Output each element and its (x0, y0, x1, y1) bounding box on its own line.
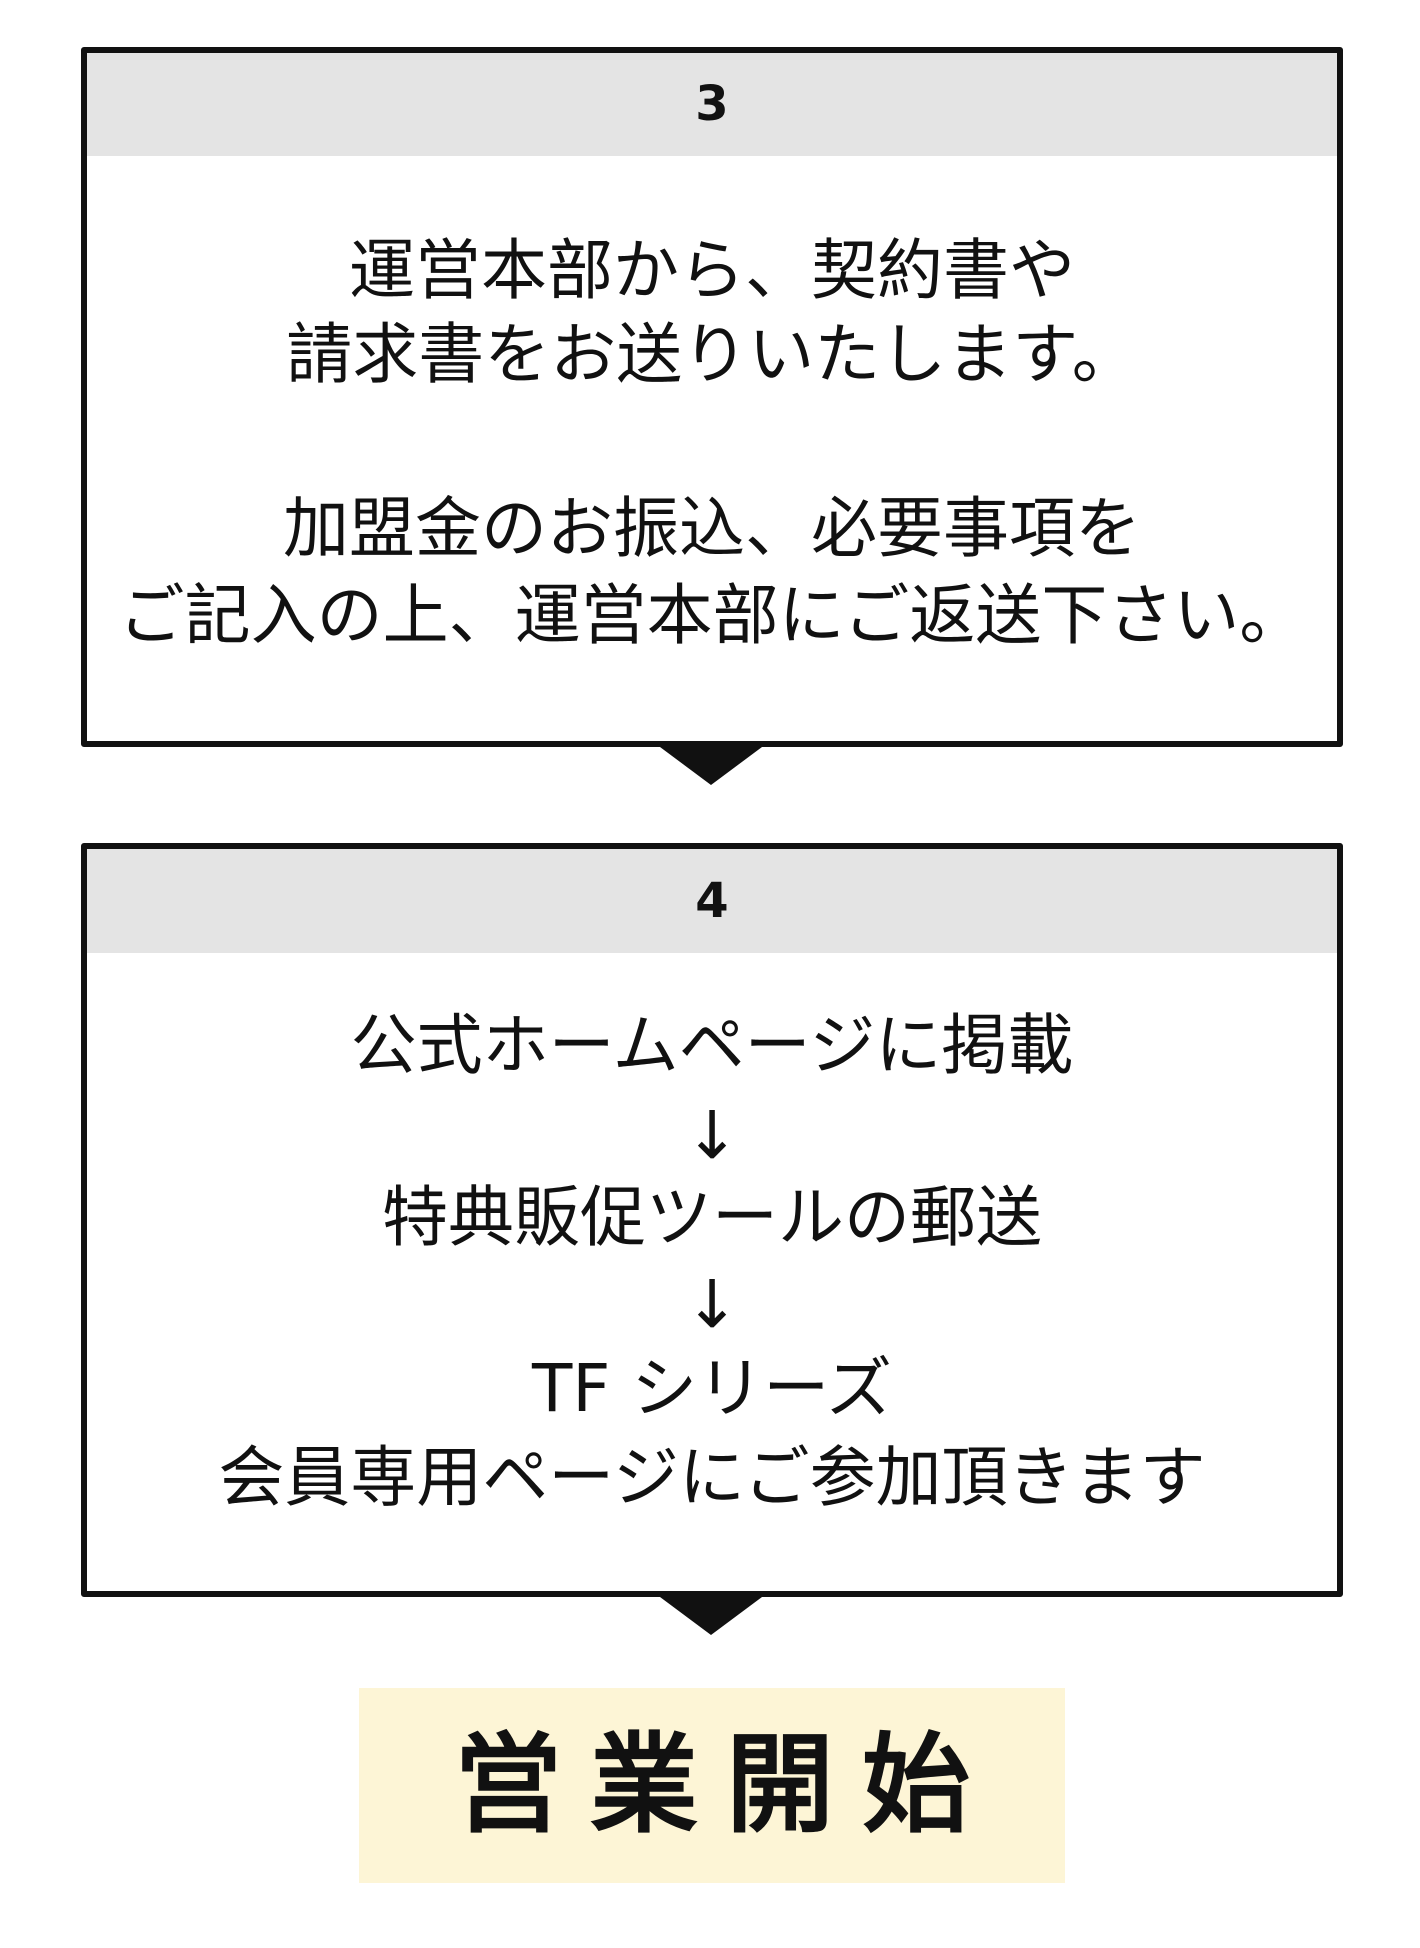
step-text: 会員専用ページにご参加頂きます (218, 1439, 1206, 1516)
down-arrow-icon (660, 747, 762, 785)
step-4-box: 4 公式ホームページに掲載 ↓ 特典販促ツールの郵送 ↓ TF シリーズ 会員専… (81, 843, 1343, 1597)
step-text: 運営本部から、契約書や (349, 232, 1075, 309)
step-text: ご記入の上、運営本部にご返送下さい。 (118, 577, 1306, 654)
down-arrow-icon (660, 1597, 762, 1635)
down-arrow-glyph: ↓ (684, 1097, 740, 1174)
step-number: 3 (695, 76, 729, 132)
step-4-header: 4 (87, 849, 1337, 953)
step-3-box: 3 運営本部から、契約書や 請求書をお送りいたします。 加盟金のお振込、必要事項… (81, 47, 1343, 747)
step-text: 請求書をお送りいたします。 (286, 316, 1138, 393)
business-start-label: 営業開始 (359, 1688, 1065, 1883)
step-text: TF シリーズ (532, 1350, 892, 1427)
step-number: 4 (695, 873, 729, 929)
step-text: 加盟金のお振込、必要事項を (283, 490, 1141, 567)
step-text: 公式ホームページに掲載 (350, 1007, 1074, 1084)
step-3-header: 3 (87, 53, 1337, 156)
step-text: 特典販促ツールの郵送 (382, 1179, 1042, 1256)
down-arrow-glyph: ↓ (684, 1266, 740, 1343)
